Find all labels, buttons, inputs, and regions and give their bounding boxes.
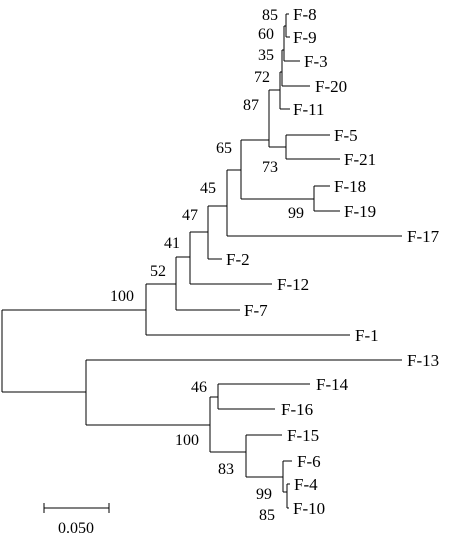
leaf-label-f1: F-1 [355,326,379,345]
support-value-f8-f9: 85 [262,7,278,24]
scale-bar: 0.050 [43,503,110,537]
leaf-label-f11: F-11 [293,100,325,119]
support-value-f11-clade: 72 [254,69,270,86]
leaf-label-f3: F-3 [304,52,328,71]
support-value-group-a: 100 [110,288,134,305]
support-value-f5-f21: 73 [262,159,278,176]
leaf-label-f15: F-15 [287,426,319,445]
support-value-f6-clade: 99 [256,486,272,503]
support-values: 85 60 35 72 87 73 99 65 45 47 41 52 100 … [110,7,304,524]
tree-branches [1,13,402,509]
leaf-label-f6: F-6 [297,452,321,471]
scale-bar-label: 0.050 [58,520,94,537]
leaf-label-f14: F-14 [316,375,349,394]
support-value-f20-clade: 35 [258,47,274,64]
leaf-label-f12: F-12 [277,275,309,294]
support-value-f17-clade: 65 [216,140,232,157]
support-value-f1-clade: 52 [150,263,166,280]
leaf-label-f2: F-2 [226,250,250,269]
leaf-label-f19: F-19 [344,202,376,221]
leaf-label-f5: F-5 [334,126,358,145]
support-value-f18-f19: 99 [288,205,304,222]
leaf-label-f21: F-21 [344,150,376,169]
support-value-f12-clade: 47 [182,207,198,224]
leaf-label-f13: F-13 [407,351,439,370]
leaf-label-f18: F-18 [334,177,366,196]
support-value-f14-f16: 46 [191,379,207,396]
leaf-label-f8: F-8 [293,5,317,24]
leaf-label-f17: F-17 [407,227,440,246]
support-value-f2-clade: 45 [200,180,216,197]
support-value-f15-clade: 83 [218,461,234,478]
leaf-labels: F-8 F-9 F-3 F-20 F-11 F-5 F-21 F-18 F-19… [226,5,440,518]
support-value-upper-clade: 87 [243,97,259,114]
leaf-label-f16: F-16 [281,400,313,419]
support-value-group-b: 100 [175,432,199,449]
leaf-label-f20: F-20 [315,77,347,96]
support-value-f7-clade: 41 [164,235,180,252]
support-value-f3-clade: 60 [258,26,274,43]
leaf-label-f9: F-9 [293,28,317,47]
leaf-label-f4: F-4 [294,475,318,494]
leaf-label-f10: F-10 [293,499,325,518]
support-value-f4-f10: 85 [259,507,275,524]
leaf-label-f7: F-7 [244,301,268,320]
